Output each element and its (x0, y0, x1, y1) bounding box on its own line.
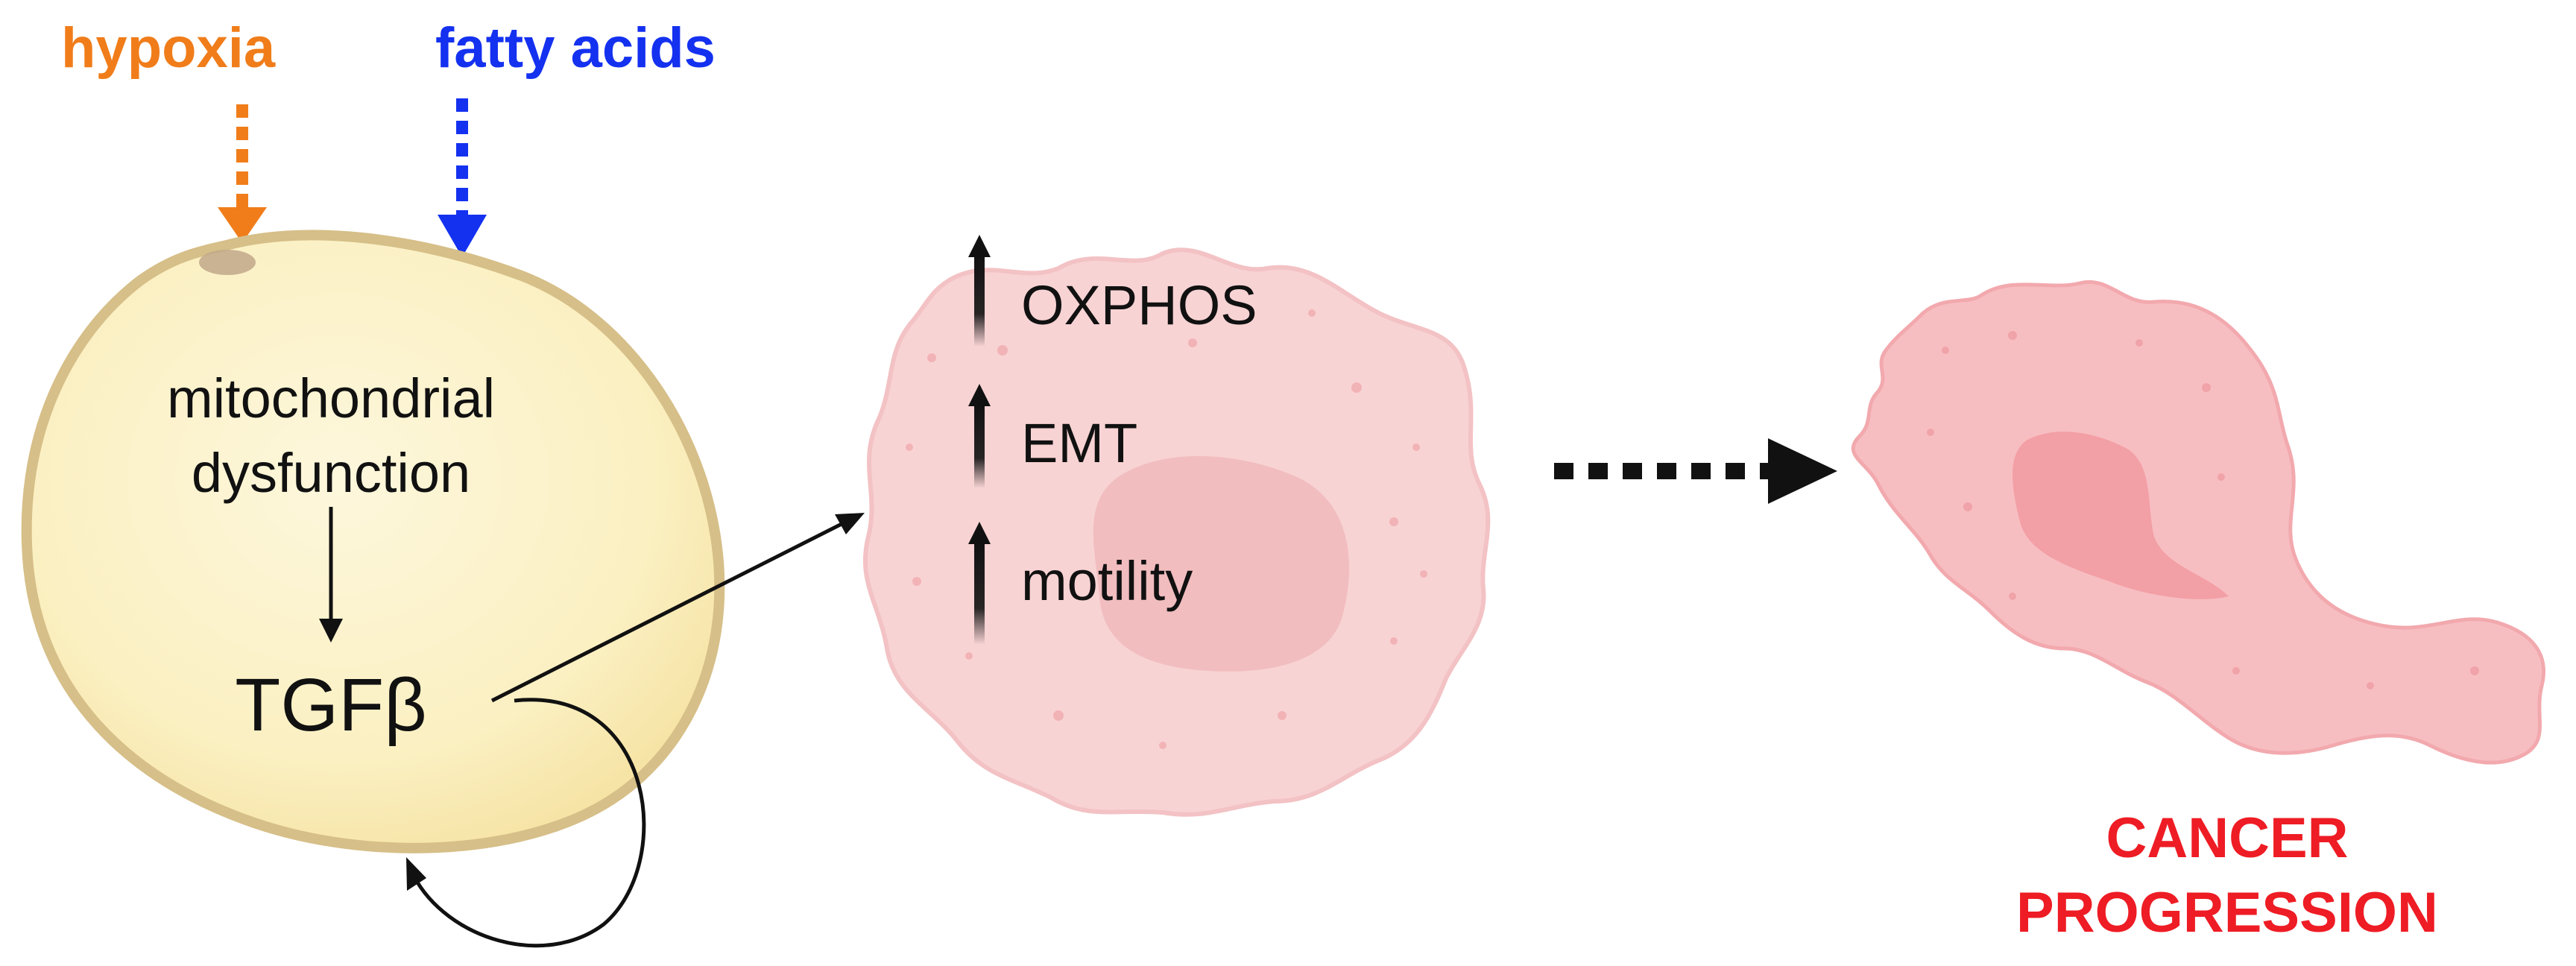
fatty-acids-label: fatty acids (435, 16, 716, 80)
upregulation-arrows (968, 235, 991, 645)
progression-label: PROGRESSION (2016, 881, 2438, 944)
dysfunction-label: dysfunction (192, 442, 470, 504)
cancer-cell-nucleus (1093, 455, 1350, 672)
up-arrow-oxphos (968, 235, 991, 347)
motility-label: motility (1021, 550, 1193, 612)
hypoxia-label: hypoxia (61, 16, 276, 80)
mitochondrial-label: mitochondrial (167, 367, 495, 429)
tgfb-label: TGFβ (235, 663, 426, 747)
tgfb-autocrine-loop-arrow (406, 698, 646, 948)
hypoxia-arrow (218, 104, 267, 243)
up-arrow-emt (968, 384, 991, 488)
progression-dotted-arrow (1554, 438, 1837, 504)
adipocyte-membrane (21, 230, 725, 853)
fatty-acids-arrow (438, 98, 487, 257)
emt-label: EMT (1021, 412, 1137, 474)
adipocyte-cell (21, 230, 725, 853)
invasive-cancer-cell (1851, 280, 2545, 765)
cancer-cell (863, 247, 1491, 817)
adipocyte-nucleus (199, 250, 256, 275)
tgfb-to-cancer-cell-arrow (490, 513, 865, 703)
cancer-label: CANCER (2106, 806, 2348, 870)
up-arrow-motility (968, 522, 991, 645)
oxphos-label: OXPHOS (1021, 274, 1257, 336)
invasive-cell-nucleus (2012, 432, 2229, 599)
invasive-cell-membrane (1851, 280, 2545, 765)
cancer-cell-dots (906, 309, 1427, 749)
invasive-cell-dots (1927, 331, 2479, 689)
dysfunction-to-tgfb-arrow (319, 507, 343, 643)
